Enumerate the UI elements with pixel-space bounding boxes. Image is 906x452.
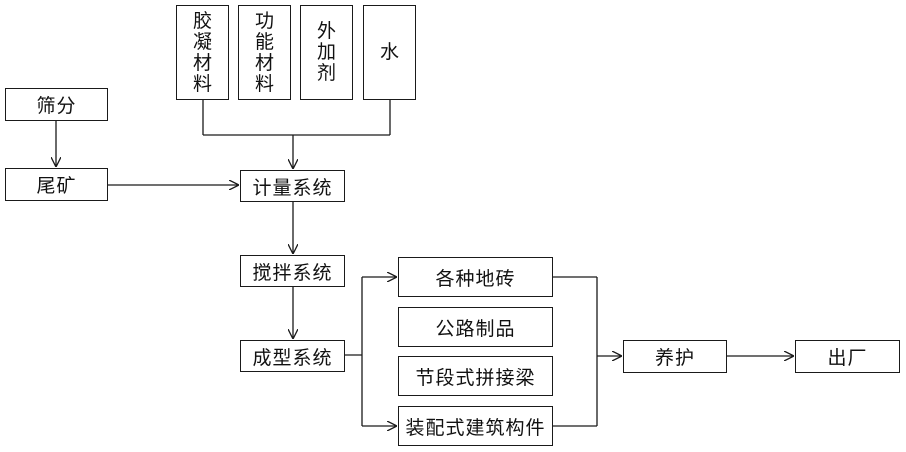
- road-products-label: 公路制品: [435, 317, 516, 340]
- mixing-system-box: 搅拌系统: [240, 255, 345, 287]
- shipment-label: 出厂: [827, 347, 868, 369]
- functional-material-box: 功 能 材 料: [238, 5, 291, 100]
- prefab-component-box: 装配式建筑构件: [398, 406, 553, 446]
- additive-char: 外: [316, 20, 336, 42]
- functional-char: 材: [254, 51, 274, 74]
- binder-char: 凝: [192, 30, 212, 53]
- forming-label: 成型系统: [252, 346, 333, 369]
- screening-box: 筛分: [5, 88, 108, 121]
- segmental-beam-box: 节段式拼接梁: [398, 356, 553, 396]
- functional-char: 料: [254, 72, 274, 95]
- prefab-component-label: 装配式建筑构件: [405, 416, 546, 439]
- metering-system-box: 计量系统: [240, 170, 345, 202]
- binder-char: 胶: [192, 9, 212, 32]
- additive-box: 外 加 剂: [300, 5, 353, 100]
- segmental-beam-label: 节段式拼接梁: [415, 366, 536, 389]
- binder-material-box: 胶 凝 材 料: [176, 5, 229, 100]
- floor-tiles-box: 各种地砖: [398, 257, 553, 297]
- tailings-box: 尾矿: [5, 168, 108, 201]
- curing-label: 养护: [654, 347, 695, 369]
- tailings-label: 尾矿: [36, 175, 77, 197]
- screening-label: 筛分: [36, 95, 77, 117]
- water-char: 水: [379, 41, 399, 63]
- binder-char: 材: [192, 51, 212, 74]
- forming-system-box: 成型系统: [240, 340, 345, 372]
- binder-char: 料: [192, 72, 212, 95]
- floor-tiles-label: 各种地砖: [435, 267, 516, 290]
- additive-char: 加: [316, 41, 336, 63]
- functional-char: 功: [254, 9, 274, 32]
- shipment-box: 出厂: [795, 340, 900, 373]
- road-products-box: 公路制品: [398, 307, 553, 347]
- metering-label: 计量系统: [252, 176, 333, 199]
- functional-char: 能: [254, 30, 274, 53]
- mixing-label: 搅拌系统: [252, 261, 333, 284]
- curing-box: 养护: [623, 340, 727, 373]
- water-box: 水: [363, 5, 416, 100]
- additive-char: 剂: [316, 62, 336, 84]
